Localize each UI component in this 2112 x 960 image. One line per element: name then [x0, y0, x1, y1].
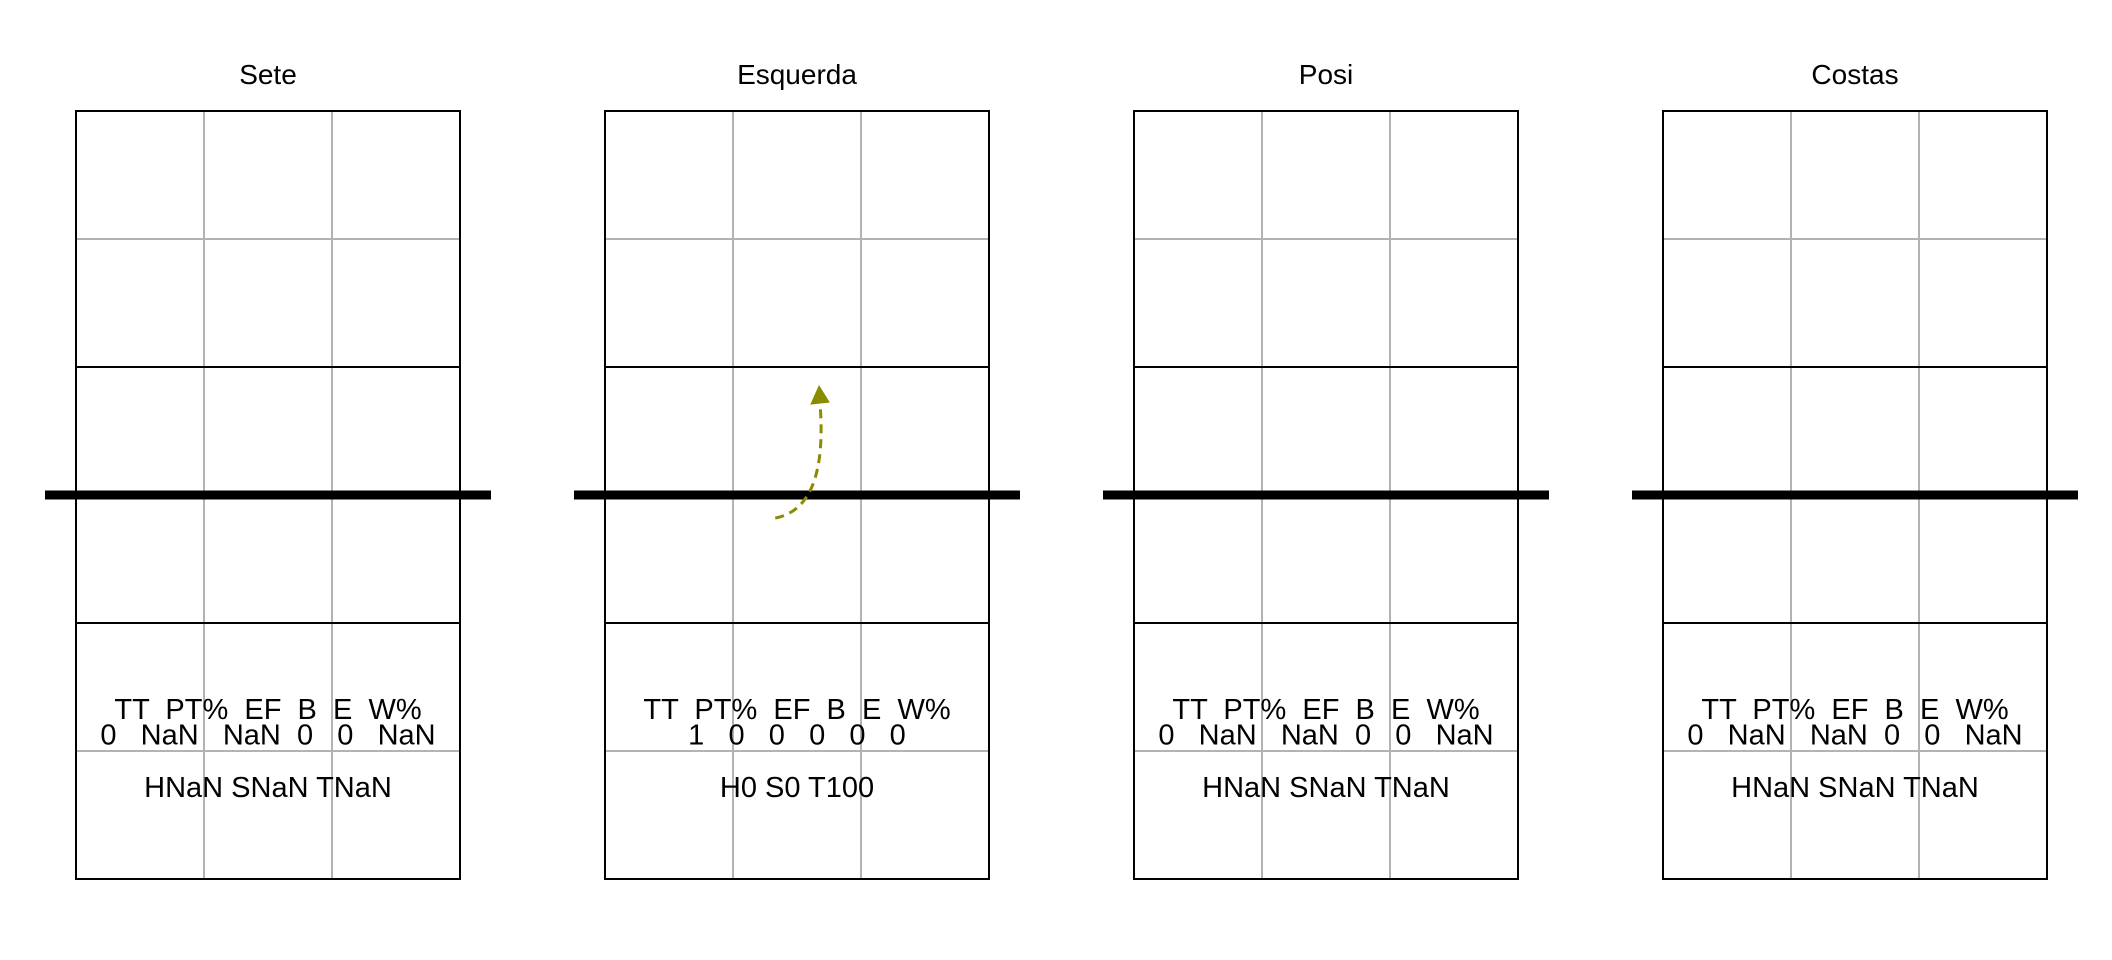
panel-title: Esquerda [737, 59, 857, 90]
panel-title: Sete [239, 59, 297, 90]
stats-header: TT PT% EF B E W% [114, 694, 421, 726]
panel-title: Costas [1811, 59, 1898, 90]
stats-summary: H0 S0 T100 [720, 772, 874, 804]
stats-values: 0 NaN NaN 0 0 NaN [100, 719, 435, 751]
attack-arrowhead [810, 384, 830, 405]
court-panel: Esquerda TT PT% EF B E W%1 0 0 0 0 0 H0 S0… [574, 59, 1020, 880]
court-panel: Costas TT PT% EF B E W%0 NaN NaN 0 0 NaN H… [1632, 59, 2078, 880]
court-panel: Sete TT PT% EF B E W%0 NaN NaN 0 0 NaN HNa… [45, 59, 491, 880]
stats-header: TT PT% EF B E W% [643, 694, 950, 726]
stats-summary: HNaN SNaN TNaN [144, 772, 392, 804]
panel-title: Posi [1299, 59, 1353, 90]
stats-summary: HNaN SNaN TNaN [1731, 772, 1979, 804]
stats-header: TT PT% EF B E W% [1172, 694, 1479, 726]
court-panel: Posi TT PT% EF B E W%0 NaN NaN 0 0 NaN HNa… [1103, 59, 1549, 880]
stats-values: 0 NaN NaN 0 0 NaN [1687, 719, 2022, 751]
stats-values: 1 0 0 0 0 0 [688, 719, 906, 751]
stats-header: TT PT% EF B E W% [1701, 694, 2008, 726]
stats-values: 0 NaN NaN 0 0 NaN [1158, 719, 1493, 751]
stats-summary: HNaN SNaN TNaN [1202, 772, 1450, 804]
attack-trajectory [774, 403, 823, 520]
